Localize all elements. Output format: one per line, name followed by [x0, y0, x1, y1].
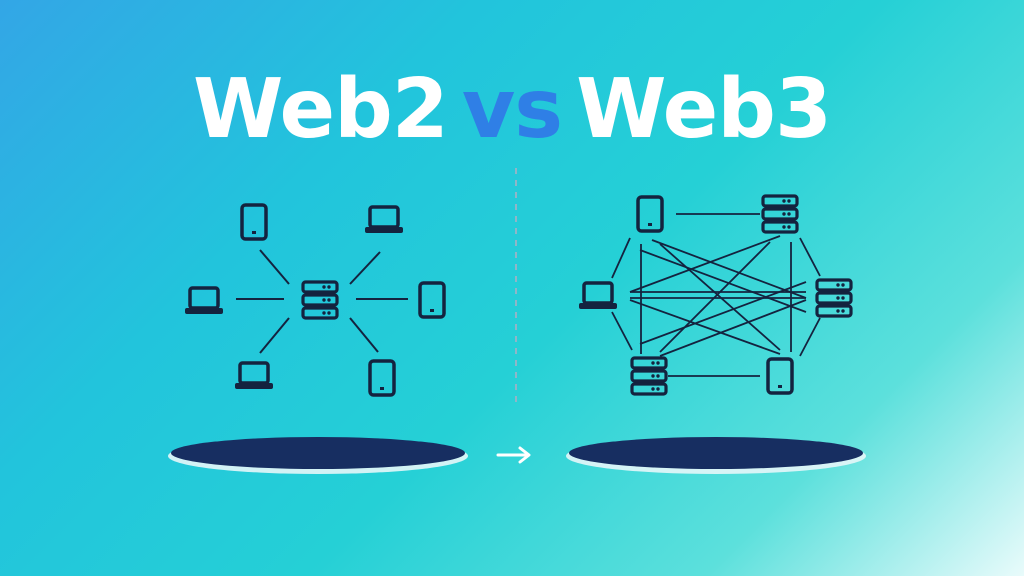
- web3-link: [651, 239, 807, 299]
- web3-platform: [569, 437, 863, 469]
- server-icon: [761, 194, 799, 234]
- title-vs: vs: [461, 62, 563, 157]
- web3-link: [659, 241, 771, 353]
- web2-link: [349, 251, 381, 285]
- phone-icon: [766, 357, 794, 395]
- phone-icon: [636, 195, 664, 233]
- arrow-right-icon: [496, 446, 531, 464]
- phone-icon: [418, 281, 446, 319]
- web3-link: [639, 281, 807, 345]
- web3-link: [659, 299, 807, 357]
- web2-link: [259, 317, 290, 354]
- laptop-icon: [577, 281, 619, 311]
- laptop-icon: [183, 286, 225, 316]
- phone-icon: [240, 203, 268, 241]
- web3-link: [611, 311, 633, 351]
- laptop-icon: [363, 205, 405, 235]
- title-web2: Web2: [192, 62, 449, 157]
- server-icon: [630, 356, 668, 396]
- web3-link: [629, 235, 781, 293]
- web3-link: [799, 317, 821, 357]
- server-icon: [815, 278, 853, 318]
- web3-link: [629, 299, 781, 355]
- web2-links: [236, 249, 408, 354]
- web3-link: [799, 237, 821, 277]
- web2-link: [349, 317, 379, 353]
- web3-links: [611, 213, 821, 377]
- phone-icon: [368, 359, 396, 397]
- title-web3: Web3: [576, 62, 832, 157]
- web3-link: [639, 249, 807, 313]
- laptop-icon: [233, 361, 275, 391]
- web2-platform: [171, 437, 465, 469]
- server-icon: [301, 280, 339, 320]
- web3-diagram: [577, 194, 853, 396]
- web2-link: [259, 249, 290, 285]
- web2-diagram: [183, 203, 446, 397]
- web3-link: [659, 243, 781, 351]
- web3-link: [611, 237, 631, 279]
